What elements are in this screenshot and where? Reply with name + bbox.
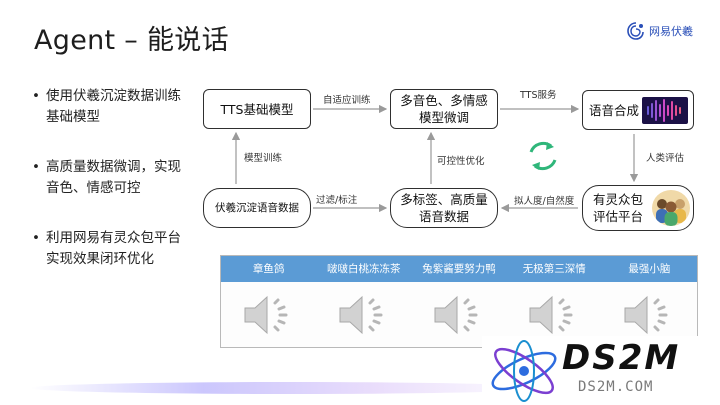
bullet-text: 利用网易有灵众包平台实现效果闭环优化 xyxy=(46,230,181,267)
fuxi-logo-icon xyxy=(627,22,644,40)
voice-samples-header: 章鱼鸽 啵啵白桃冻冻茶 兔紫酱要努力鸭 无极第三深情 最强小脑 xyxy=(221,256,697,282)
speaker-icon[interactable] xyxy=(334,289,394,341)
multi-label-data-box: 多标签、高质量 语音数据 xyxy=(390,188,498,228)
atom-logo-icon xyxy=(491,340,557,402)
voice-name: 兔紫酱要努力鸭 xyxy=(422,263,496,275)
voice-name: 啵啵白桃冻冻茶 xyxy=(327,263,401,275)
logo-text: 网易伏羲 xyxy=(649,25,693,38)
speaker-cell[interactable] xyxy=(221,282,316,348)
bullet-item: • 使用伏羲沉淀数据训练基础模型 xyxy=(26,86,196,128)
bullet-list: • 使用伏羲沉淀数据训练基础模型 • 高质量数据微调，实现音色、情感可控 • 利… xyxy=(26,86,196,299)
speaker-cell[interactable] xyxy=(316,282,411,348)
edge-label-model-training: 模型训练 xyxy=(244,153,283,164)
voice-name: 章鱼鸽 xyxy=(252,263,285,275)
decorative-glow xyxy=(30,382,550,394)
edge-label-anthropomorphic: 拟人度/自然度 xyxy=(514,196,575,207)
bullet-item: • 利用网易有灵众包平台实现效果闭环优化 xyxy=(26,228,196,270)
speaker-cell[interactable] xyxy=(411,282,506,348)
bullet-text: 高质量数据微调，实现音色、情感可控 xyxy=(46,159,181,196)
voice-samples-panel: 章鱼鸽 啵啵白桃冻冻茶 兔紫酱要努力鸭 无极第三深情 最强小脑 xyxy=(220,255,698,348)
edge-label-adaptive: 自适应训练 xyxy=(323,95,371,106)
slide-title: Agent – 能说话 xyxy=(34,25,229,56)
edge-label-human-eval: 人类评估 xyxy=(646,153,685,164)
bullet-text: 使用伏羲沉淀数据训练基础模型 xyxy=(46,88,181,125)
fuxi-voice-data-box: 伏羲沉淀语音数据 xyxy=(203,188,311,228)
tts-base-model-box: TTS基础模型 xyxy=(203,89,311,129)
edge-label-tts-service: TTS服务 xyxy=(520,90,557,101)
speaker-icon[interactable] xyxy=(429,289,489,341)
netease-fuxi-logo: 网易伏羲 xyxy=(626,21,693,41)
edge-label-controllability: 可控性优化 xyxy=(437,156,485,167)
voice-name: 无极第三深情 xyxy=(522,263,586,275)
cycle-icon xyxy=(529,141,557,171)
people-icon xyxy=(652,190,690,226)
speaker-cell[interactable] xyxy=(602,282,697,348)
speaker-icon[interactable] xyxy=(619,289,679,341)
voice-samples-row xyxy=(221,282,697,348)
watermark-url: DS2M.COM xyxy=(578,379,654,395)
voice-name: 最强小脑 xyxy=(628,263,671,275)
watermark-brand: DS2M xyxy=(562,338,681,378)
multi-timbre-model-box: 多音色、多情感 模型微调 xyxy=(390,89,498,129)
waveform-icon xyxy=(642,97,688,124)
speaker-icon[interactable] xyxy=(524,289,584,341)
speaker-cell[interactable] xyxy=(507,282,602,348)
edge-label-filter: 过滤/标注 xyxy=(316,195,358,206)
bullet-item: • 高质量数据微调，实现音色、情感可控 xyxy=(26,157,196,199)
ds2m-watermark: DS2M DS2M.COM xyxy=(482,336,720,405)
speaker-icon[interactable] xyxy=(239,289,299,341)
